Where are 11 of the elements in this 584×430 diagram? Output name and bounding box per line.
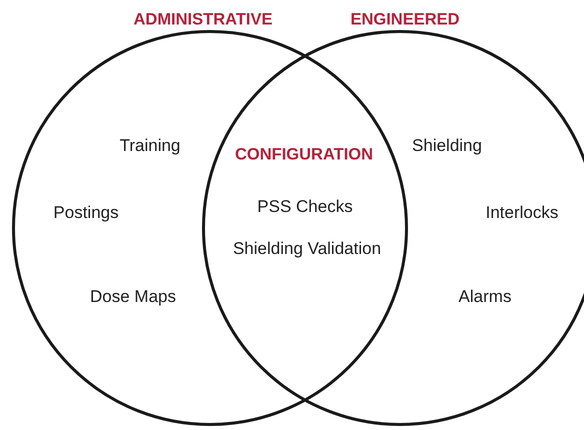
category-heading: ENGINEERED	[350, 10, 460, 30]
item-label: Shielding Validation	[232, 239, 382, 259]
item-label: Interlocks	[486, 203, 558, 223]
item-label: Shielding	[412, 136, 482, 156]
item-label: Training	[120, 136, 180, 156]
category-heading: ADMINISTRATIVE	[133, 10, 273, 30]
item-label: Postings	[53, 203, 119, 223]
item-label: Dose Maps	[90, 287, 176, 307]
category-heading: CONFIGURATION	[234, 146, 374, 164]
item-label: PSS Checks	[257, 197, 353, 217]
item-label: Alarms	[458, 287, 512, 307]
